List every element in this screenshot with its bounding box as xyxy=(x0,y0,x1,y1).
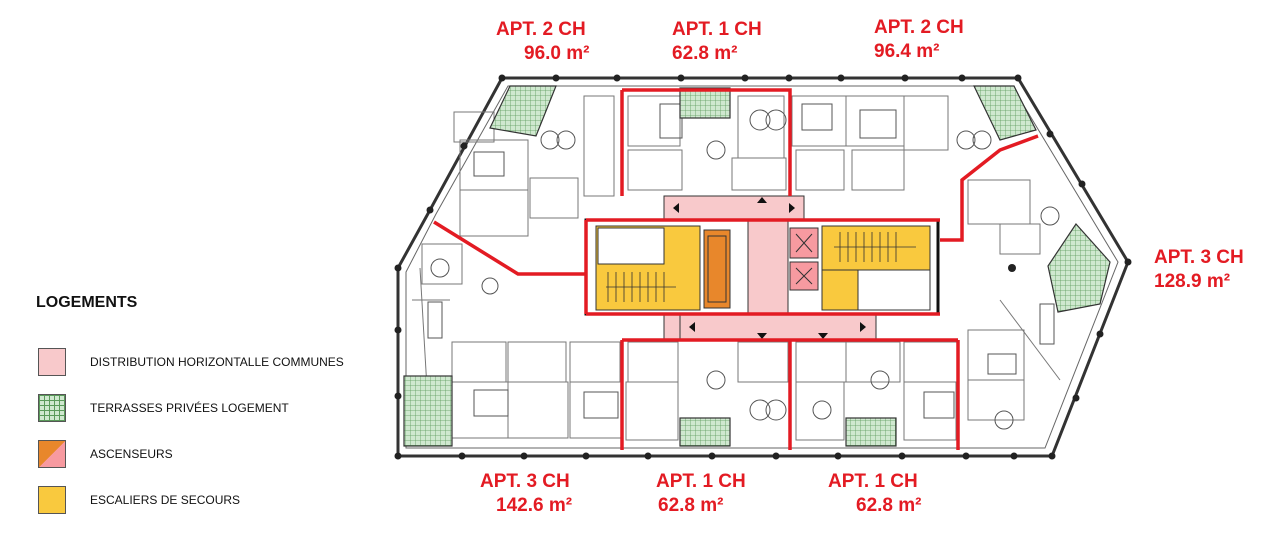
apt-area: 128.9 m² xyxy=(1154,271,1231,292)
terrace-bottom-left xyxy=(403,375,453,447)
perimeter-columns xyxy=(394,74,1132,460)
apt-area: 142.6 m² xyxy=(496,495,573,516)
apt-area: 62.8 m² xyxy=(856,495,922,516)
apt-type: APT. 3 CH xyxy=(1154,247,1244,268)
legend-swatch-green xyxy=(38,394,66,422)
apt-area: 62.8 m² xyxy=(672,43,738,64)
apt-label-top-center: APT. 1 CH 62.8 m² xyxy=(672,18,762,66)
circulation-arrows xyxy=(673,197,866,339)
stair-treads xyxy=(606,232,916,302)
furniture xyxy=(427,103,1089,430)
legend-swatch-yellow xyxy=(38,486,66,514)
apt-area: 96.0 m² xyxy=(524,43,590,64)
legend-swatch-orange xyxy=(38,440,66,468)
legend-label: TERRASSES PRIVÉES LOGEMENT xyxy=(90,401,289,415)
apt-label-bottom-right: APT. 1 CH 62.8 m² xyxy=(828,470,921,518)
apt-type: APT. 3 CH xyxy=(480,471,570,492)
apt-type: APT. 2 CH xyxy=(874,17,964,38)
terrace-bottom-center xyxy=(679,417,731,447)
stairs xyxy=(595,225,931,311)
terraces xyxy=(403,85,1111,447)
interior-walls xyxy=(412,95,1061,441)
apt-area: 62.8 m² xyxy=(658,495,724,516)
terrace-bottom-right xyxy=(845,417,897,447)
legend-label: ASCENSEURS xyxy=(90,447,173,461)
terrace-top-right xyxy=(973,85,1037,141)
apt-label-bottom-left: APT. 3 CH 142.6 m² xyxy=(480,470,572,518)
terrace-right xyxy=(1047,223,1111,313)
apartment-outlines xyxy=(433,88,1039,450)
apt-type: APT. 1 CH xyxy=(828,471,918,492)
building-inner-outline xyxy=(405,85,1119,449)
apt-area: 96.4 m² xyxy=(874,41,940,62)
apt-type: APT. 2 CH xyxy=(496,19,586,40)
apt-label-right: APT. 3 CH 128.9 m² xyxy=(1154,246,1244,294)
legend-title: LOGEMENTS xyxy=(36,294,138,311)
apt-label-top-right: APT. 2 CH 96.4 m² xyxy=(874,16,964,64)
apt-type: APT. 1 CH xyxy=(672,19,762,40)
legend-label: DISTRIBUTION HORIZONTALLE COMMUNES xyxy=(90,355,344,369)
terrace-top-left xyxy=(489,85,557,137)
terrace-top-center xyxy=(679,87,731,119)
apt-type: APT. 1 CH xyxy=(656,471,746,492)
elevators xyxy=(703,227,819,309)
legend-label: ESCALIERS DE SECOURS xyxy=(90,493,241,507)
apt-label-top-left: APT. 2 CH 96.0 m² xyxy=(496,18,589,66)
legend-swatch-pink xyxy=(38,348,66,376)
common-circulation xyxy=(663,195,877,341)
apt-label-bottom-center: APT. 1 CH 62.8 m² xyxy=(656,470,746,518)
stairs-right xyxy=(821,269,859,311)
